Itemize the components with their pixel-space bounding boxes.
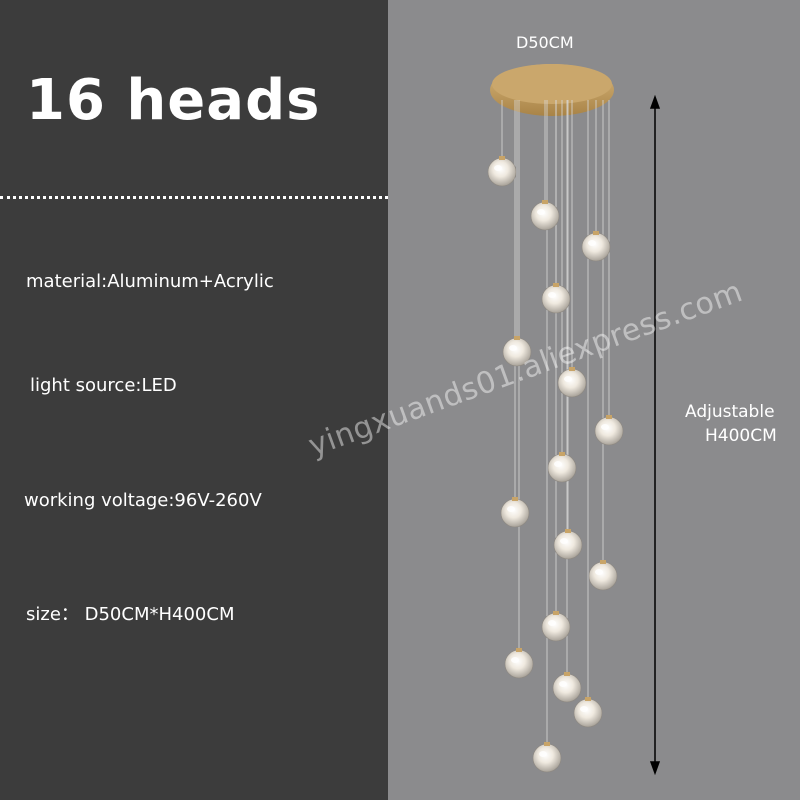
- globe-pendant: [553, 529, 583, 560]
- globe-pendant: [502, 336, 532, 367]
- height-label-line2: H400CM: [705, 426, 777, 446]
- globe-pendant: [487, 156, 517, 187]
- globe-pendant: [532, 742, 562, 773]
- spec-size: size： D50CM*H400CM: [26, 604, 235, 625]
- globe-pendant: [573, 697, 603, 728]
- suspension-wires: [501, 100, 610, 744]
- globe-pendant: [541, 283, 571, 314]
- globe-pendant: [581, 231, 611, 262]
- spec-voltage: working voltage:96V-260V: [24, 490, 262, 511]
- product-image-panel: [388, 0, 800, 800]
- height-label-line1: Adjustable: [685, 402, 775, 422]
- globe-pendant: [541, 611, 571, 642]
- globe-pendant: [552, 672, 582, 703]
- diameter-label: D50CM: [516, 33, 574, 52]
- canopy: [490, 64, 614, 116]
- globe-pendant: [588, 560, 618, 591]
- height-dimension-arrow: [649, 94, 661, 776]
- globe-pendant: [504, 648, 534, 679]
- glass-globes: [487, 156, 624, 773]
- heads-title: 16 heads: [26, 68, 321, 133]
- spec-material: material:Aluminum+Acrylic: [26, 271, 274, 292]
- spec-light-source: light source:LED: [30, 375, 177, 396]
- globe-pendant: [547, 452, 577, 483]
- height-label: Adjustable H400CM: [685, 400, 777, 448]
- globe-pendant: [557, 367, 587, 398]
- dotted-divider: [0, 196, 388, 199]
- globe-pendant: [530, 200, 560, 231]
- info-panel: [0, 0, 388, 800]
- globe-pendant: [594, 415, 624, 446]
- globe-pendant: [500, 497, 530, 528]
